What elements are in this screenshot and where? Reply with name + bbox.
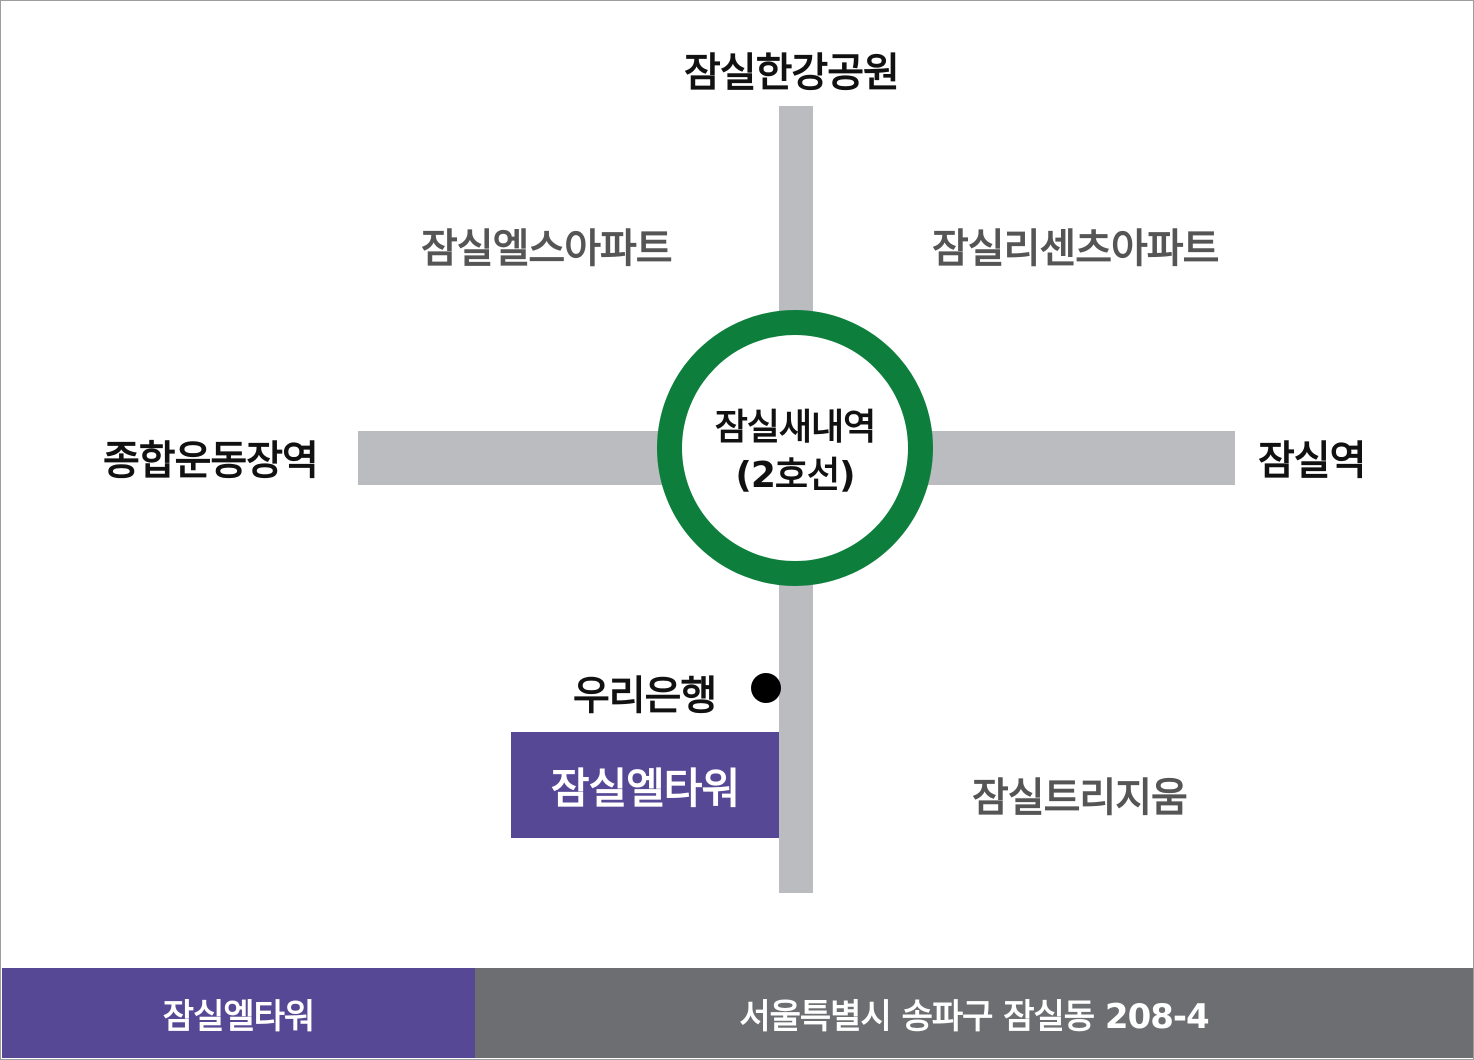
station-label: 잠실새내역 (2호선): [657, 404, 933, 500]
bank-label: 우리은행: [573, 673, 717, 719]
bank-marker-icon: [751, 673, 781, 703]
station-name: 잠실새내역: [714, 407, 877, 448]
east-direction-label: 잠실역: [1258, 438, 1366, 484]
target-building-marker[interactable]: 잠실엘타워: [511, 732, 779, 838]
landmark-northeast: 잠실리센츠아파트: [932, 226, 1219, 272]
landmark-southeast: 잠실트리지움: [972, 775, 1188, 821]
footer-building-name: 잠실엘타워: [162, 996, 315, 1037]
station-line: (2호선): [735, 455, 855, 496]
footer-address: 서울특별시 송파구 잠실동 208-4: [739, 996, 1209, 1037]
west-direction-label: 종합운동장역: [103, 438, 319, 484]
landmark-northwest: 잠실엘스아파트: [421, 226, 673, 272]
footer-address-panel: 서울특별시 송파구 잠실동 208-4: [475, 968, 1473, 1058]
target-building-label: 잠실엘타워: [550, 763, 740, 813]
footer-name-panel: 잠실엘타워: [2, 968, 475, 1058]
north-direction-label: 잠실한강공원: [684, 50, 900, 96]
